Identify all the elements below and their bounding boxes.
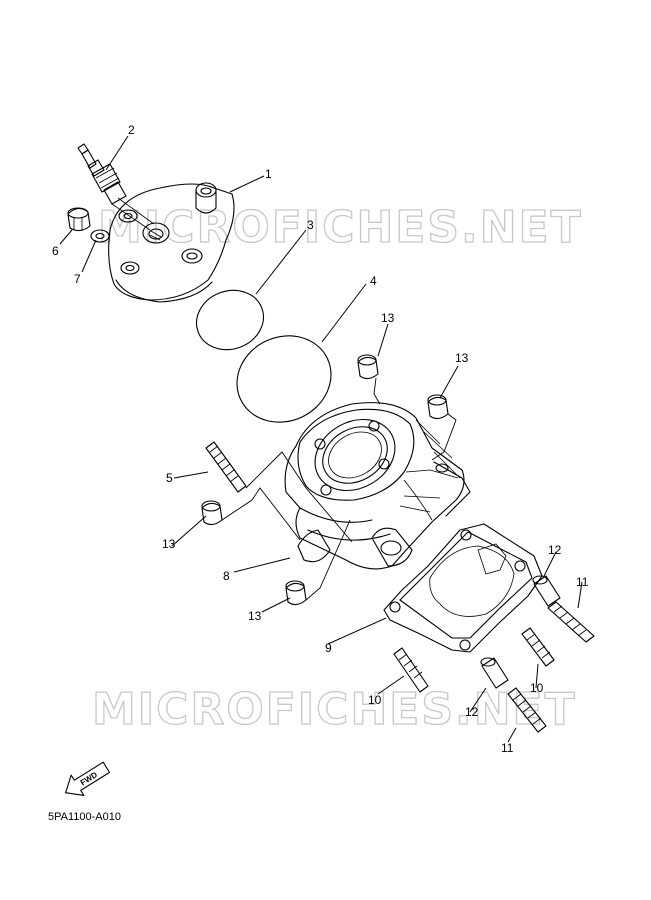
callout-6: 6: [52, 244, 59, 258]
callout-9: 9: [325, 641, 332, 655]
dowel-pin-12-top[interactable]: [532, 575, 561, 607]
nut-13-top[interactable]: [357, 354, 379, 380]
callout-8: 8: [223, 569, 230, 583]
cap-nut-6[interactable]: [67, 207, 91, 232]
callout-2: 2: [128, 123, 135, 137]
cylinder[interactable]: [284, 402, 471, 570]
o-ring-3[interactable]: [188, 281, 272, 359]
callout-12-bottom: 12: [465, 705, 479, 719]
dowel-pin-12-bottom[interactable]: [480, 657, 509, 689]
stud-bolt-10-right[interactable]: [521, 627, 555, 667]
callout-4: 4: [370, 274, 377, 288]
nut-13-bottom[interactable]: [285, 580, 307, 606]
callout-13-top: 13: [381, 311, 395, 325]
callout-13-left: 13: [162, 537, 176, 551]
stud-bolt-11-bottom[interactable]: [507, 687, 547, 733]
watermark-bottom: MICROFICHES.NET: [92, 684, 577, 735]
callout-11-top: 11: [576, 575, 589, 589]
fwd-arrow-icon: FWD: [65, 761, 111, 797]
callout-3: 3: [307, 218, 314, 232]
diagram-code: 5PA1100-A010: [48, 811, 121, 823]
callout-10-left: 10: [368, 693, 382, 707]
watermark-top: MICROFICHES.NET: [98, 202, 583, 253]
stud-bolt-5[interactable]: [205, 441, 247, 493]
callout-5: 5: [166, 471, 173, 485]
nut-13-right[interactable]: [427, 394, 449, 420]
callout-7: 7: [74, 272, 81, 286]
base-gasket[interactable]: [383, 523, 543, 653]
cylinder-head[interactable]: [108, 182, 235, 303]
assembly-lines: [221, 377, 457, 601]
leader-lines: [59, 135, 583, 743]
callout-12-top: 12: [548, 543, 562, 557]
callout-13-right: 13: [455, 351, 469, 365]
callout-11-bottom: 11: [501, 741, 514, 755]
callout-13-bottom: 13: [248, 609, 262, 623]
callout-10-right: 10: [530, 681, 544, 695]
spark-plug[interactable]: [77, 143, 155, 231]
callout-1: 1: [265, 167, 272, 181]
stud-bolt-11-top[interactable]: [547, 601, 595, 643]
stud-bolt-10-left[interactable]: [393, 647, 429, 693]
nut-13-left[interactable]: [201, 500, 223, 526]
o-ring-4[interactable]: [223, 321, 346, 438]
